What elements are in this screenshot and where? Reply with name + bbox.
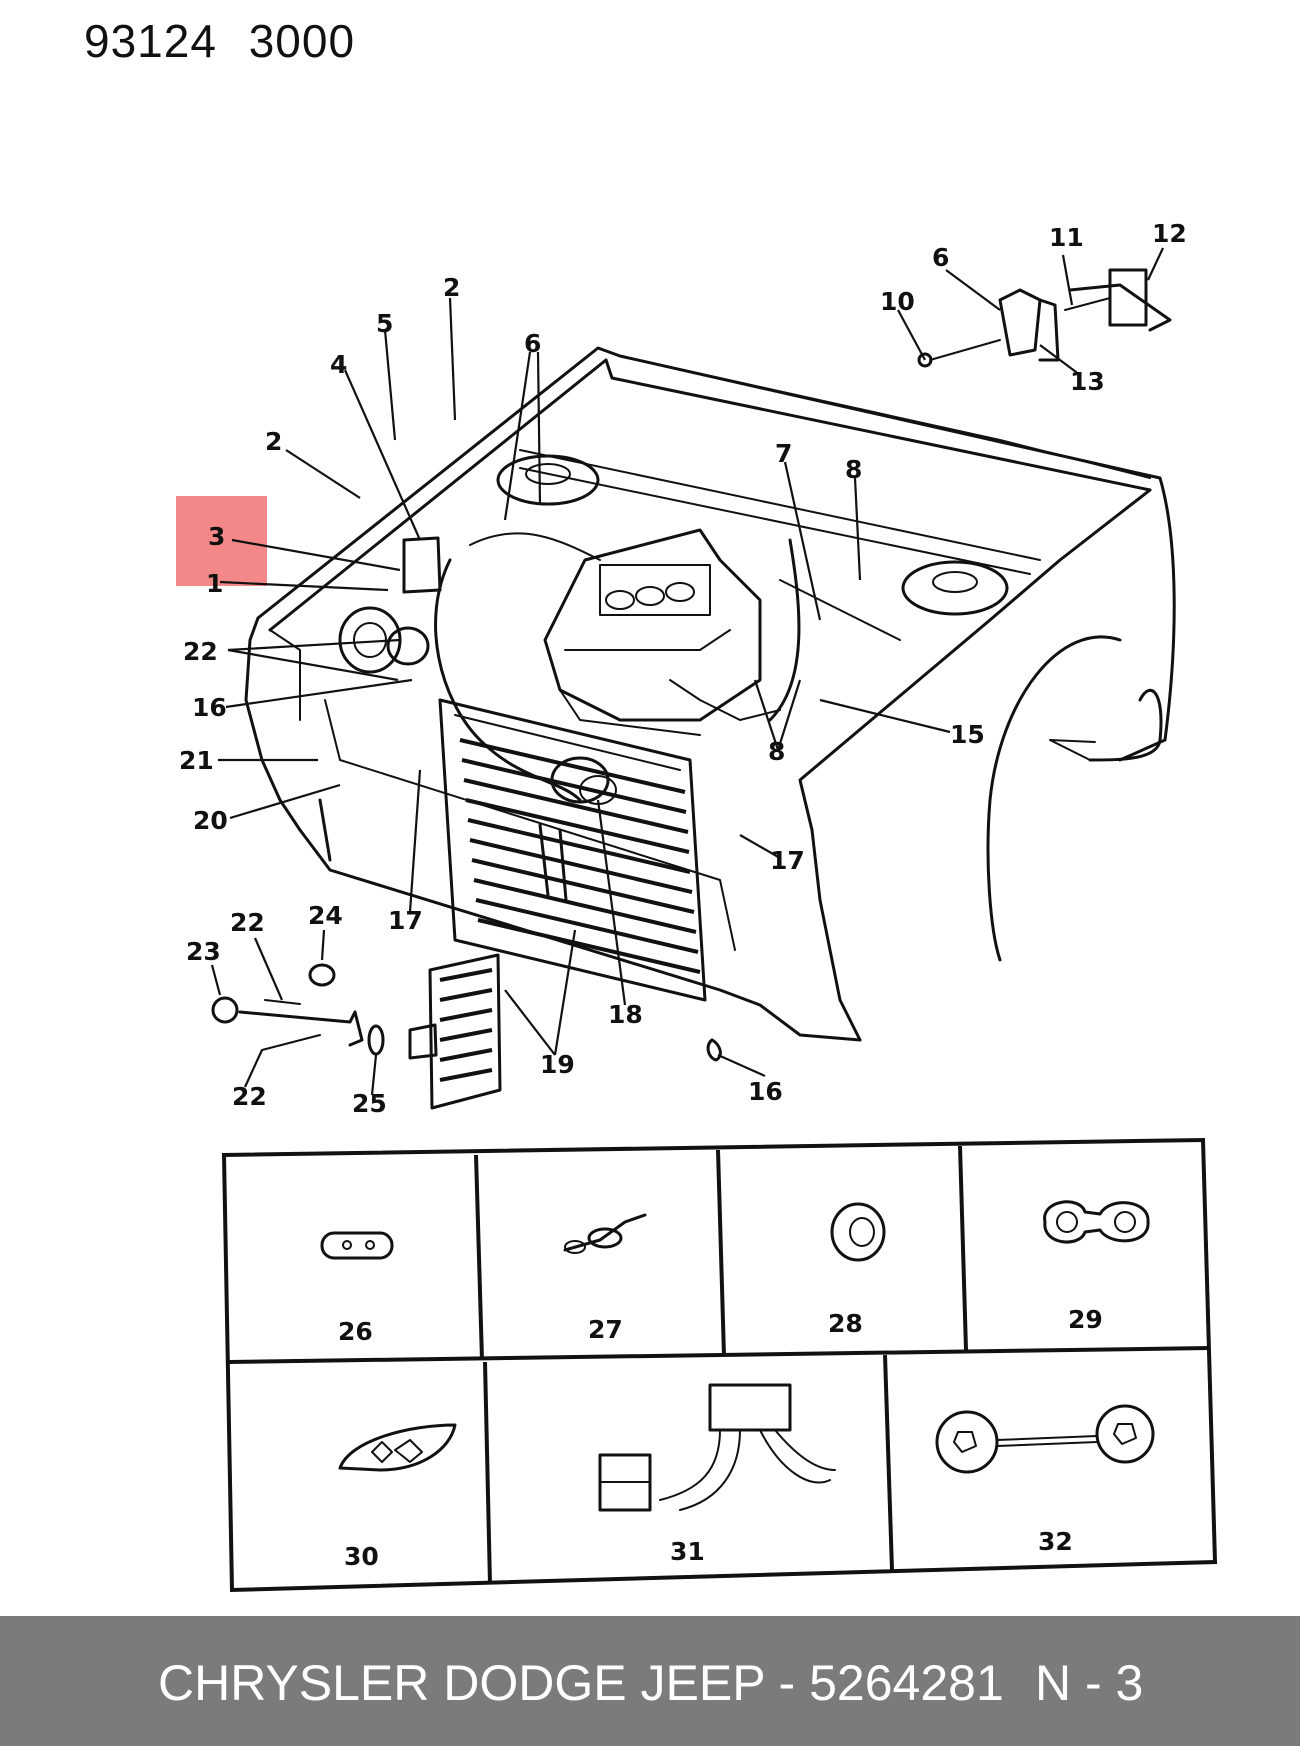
callout-17: 17 — [770, 846, 805, 875]
part-29-seal — [1043, 1200, 1150, 1244]
callout-10: 10 — [880, 287, 915, 316]
part-31-connector — [598, 1383, 836, 1512]
callout-2: 2 — [265, 427, 282, 456]
part-28-grommet — [830, 1202, 886, 1262]
grid-label-30: 30 — [344, 1542, 379, 1571]
callout-21: 21 — [179, 746, 214, 775]
grid-label-27: 27 — [588, 1315, 623, 1344]
grid-label-28: 28 — [828, 1309, 863, 1338]
callout-6: 6 — [524, 329, 541, 358]
part-26-plate — [320, 1231, 394, 1260]
callout-13: 13 — [1070, 367, 1105, 396]
callout-3: 3 — [208, 522, 225, 551]
grid-label-31: 31 — [670, 1537, 705, 1566]
callout-16: 16 — [192, 693, 227, 722]
callout-8: 8 — [768, 737, 785, 766]
grid-label-32: 32 — [1038, 1527, 1073, 1556]
callout-11: 11 — [1049, 223, 1084, 252]
grid-label-29: 29 — [1068, 1305, 1103, 1334]
callout-25: 25 — [352, 1089, 387, 1118]
callout-12: 12 — [1152, 219, 1187, 248]
leader-lines — [210, 247, 1164, 1096]
callout-22: 22 — [232, 1082, 267, 1111]
callout-2: 2 — [443, 273, 460, 302]
callout-20: 20 — [193, 806, 228, 835]
footer-brand-part: CHRYSLER DODGE JEEP - 5264281 — [158, 1655, 1004, 1711]
callout-16: 16 — [748, 1077, 783, 1106]
callout-1: 1 — [206, 569, 223, 598]
callout-8: 8 — [845, 455, 862, 484]
callout-17: 17 — [388, 906, 423, 935]
callout-22: 22 — [183, 637, 218, 666]
callout-18: 18 — [608, 1000, 643, 1029]
footer-page: N - 3 — [1035, 1655, 1144, 1711]
callout-labels: 2 5 6 4 2 3 1 22 16 21 20 17 17 18 19 16… — [179, 219, 1187, 1118]
part-27-sensor — [563, 1213, 647, 1254]
highlight-marker — [176, 496, 267, 586]
callout-24: 24 — [308, 901, 343, 930]
callout-4: 4 — [330, 350, 347, 379]
footer-bar: CHRYSLER DODGE JEEP - 5264281 N - 3 — [0, 1616, 1300, 1746]
callout-7: 7 — [775, 439, 792, 468]
grid-label-26: 26 — [338, 1317, 373, 1346]
vehicle-illustration — [211, 268, 1176, 1110]
part-reference: 93124 3000 — [84, 15, 356, 67]
part-32-strap — [935, 1404, 1155, 1474]
parts-grid: 26 27 28 29 30 31 32 — [221, 1137, 1218, 1593]
callout-5: 5 — [376, 309, 393, 338]
callout-22: 22 — [230, 908, 265, 937]
callout-23: 23 — [186, 937, 221, 966]
callout-15: 15 — [950, 720, 985, 749]
part-30-seal — [338, 1423, 457, 1472]
callout-6: 6 — [932, 243, 949, 272]
callout-19: 19 — [540, 1050, 575, 1079]
